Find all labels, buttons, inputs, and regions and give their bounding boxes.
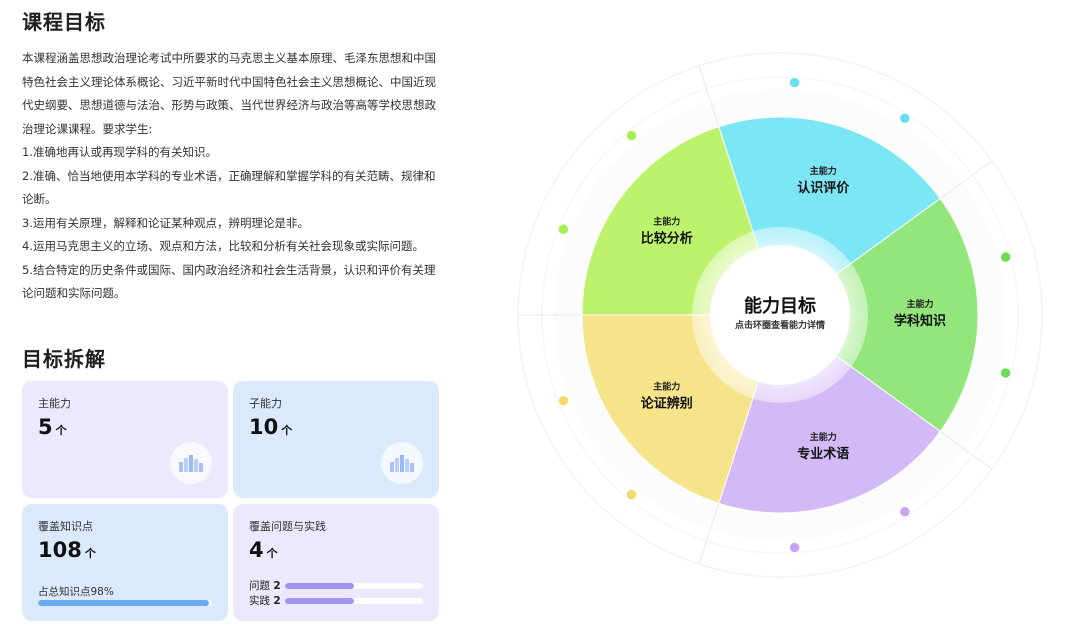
- progress-label: 占总知识点98%: [38, 586, 114, 598]
- ring-dot: [557, 394, 570, 408]
- intro-paragraph: 本课程涵盖思想政治理论考试中所要求的马克思主义基本原理、毛泽东思想和中国特色社会…: [22, 51, 436, 136]
- segment-name: 论证辨别: [641, 395, 693, 411]
- ring-dot: [898, 112, 912, 125]
- ring-dot: [788, 76, 801, 89]
- ring-dot: [788, 541, 801, 554]
- ring-dots: [557, 76, 1012, 554]
- practice-row: 实践 2: [249, 593, 423, 608]
- ring-dot: [557, 222, 570, 236]
- card-label: 主能力: [38, 397, 71, 410]
- segment-caption: 主能力: [653, 380, 680, 392]
- bar-chart-icon: [381, 442, 423, 484]
- bar-chart-icon: [170, 442, 212, 484]
- segment-caption: 主能力: [810, 165, 837, 177]
- row-label: 问题 2: [249, 580, 281, 592]
- requirement-2: 2.准确、恰当地使用本学科的专业术语，正确理解和掌握学科的有关范畴、规律和论断。: [22, 168, 436, 207]
- center-subtitle: 点击环圈查看能力详情: [735, 319, 825, 331]
- segment-name: 比较分析: [641, 231, 693, 247]
- ring-dot: [999, 250, 1012, 264]
- ring-dot: [999, 366, 1012, 380]
- progress-fill: [38, 600, 209, 606]
- card-label: 覆盖知识点: [38, 520, 93, 533]
- requirement-1: 1.准确地再认或再现学科的有关知识。: [22, 145, 217, 159]
- ring-dot: [898, 505, 912, 518]
- segment-name: 专业术语: [797, 446, 849, 462]
- row-bar-fill: [285, 582, 354, 589]
- ring-dot: [625, 488, 638, 501]
- row-bar: [285, 597, 423, 604]
- segment-caption: 主能力: [810, 431, 837, 443]
- row-label: 实践 2: [249, 595, 281, 607]
- row-bar: [285, 582, 423, 589]
- card-label: 子能力: [249, 397, 282, 410]
- segment-caption: 主能力: [653, 216, 680, 228]
- goal-breakdown-title: 目标拆解: [22, 347, 106, 371]
- requirement-5: 5.结合特定的历史条件或国际、国内政治经济和社会生活背景，认识和评价有关理论问题…: [22, 262, 436, 301]
- course-goal-description: 本课程涵盖思想政治理论考试中所要求的马克思主义基本原理、毛泽东思想和中国特色社会…: [22, 47, 442, 306]
- ability-wheel[interactable]: 能力目标 点击环圈查看能力详情 主能力认识评价主能力学科知识主能力专业术语主能力…: [505, 40, 1065, 600]
- requirement-4: 4.运用马克思主义的立场、观点和方法，比较和分析有关社会现象或实际问题。: [22, 239, 424, 253]
- center-title: 能力目标: [744, 295, 816, 317]
- segment-学科知识[interactable]: [779, 197, 979, 433]
- ring-dot: [625, 129, 638, 142]
- requirement-3: 3.运用有关原理，解释和论证某种观点，辨明理论是非。: [22, 215, 309, 230]
- segment-caption: 主能力: [906, 298, 933, 310]
- course-goal-title: 课程目标: [22, 10, 106, 34]
- problems-row: 问题 2: [249, 578, 423, 593]
- card-label: 覆盖问题与实践: [249, 520, 326, 533]
- segment-name: 学科知识: [894, 313, 946, 329]
- progress-bar: [38, 600, 212, 606]
- row-bar-fill: [285, 597, 354, 604]
- segment-name: 认识评价: [797, 180, 850, 196]
- center-button[interactable]: [710, 245, 850, 385]
